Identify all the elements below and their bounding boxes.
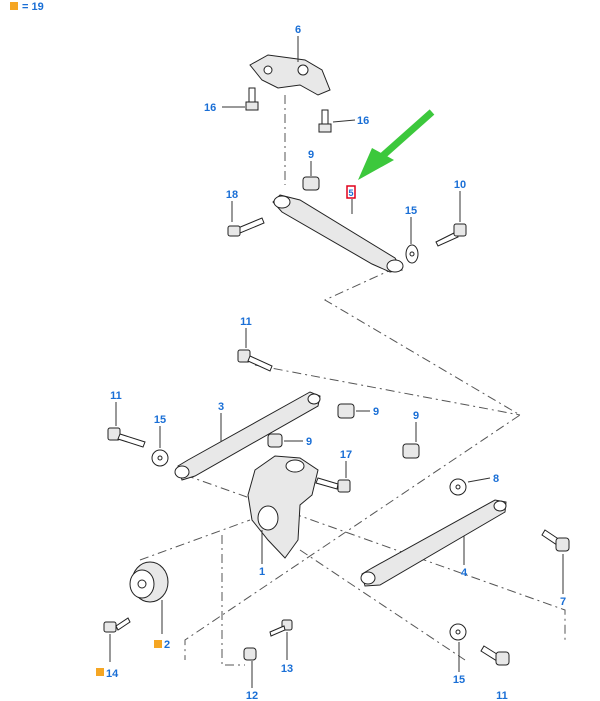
svg-text:5: 5	[348, 188, 353, 198]
callout-11-bottom: 11	[496, 690, 508, 701]
nut-9-b	[267, 433, 283, 448]
bolt-16-left	[245, 87, 259, 111]
lower-arm-4	[360, 499, 507, 587]
callout-11-left: 11	[110, 390, 122, 402]
washer-8	[449, 478, 467, 496]
wheel-hub	[129, 561, 169, 603]
nut-9-c	[402, 443, 420, 459]
highlight-box: 5	[346, 185, 356, 199]
callout-14: 14	[106, 668, 119, 680]
callout-16-right: 16	[357, 115, 369, 127]
bolt-11-bottom	[480, 645, 510, 666]
knuckle	[247, 455, 319, 559]
lower-arm-3	[174, 391, 321, 481]
nut-9-a	[337, 403, 355, 419]
kit-marker-icon	[10, 2, 18, 10]
upper-link-arm	[272, 194, 404, 273]
callout-10: 10	[454, 179, 466, 191]
callout-3: 3	[218, 401, 224, 413]
callouts: 6 16 16 9 18 10 15 11 11 3 15 9 9 9 17 8…	[96, 24, 566, 701]
bolt-10	[435, 223, 467, 247]
callout-15-top: 15	[405, 205, 417, 217]
callout-1: 1	[259, 566, 265, 578]
bolt-14	[103, 617, 131, 633]
legend: = 19	[10, 1, 44, 13]
callout-13: 13	[281, 663, 293, 675]
bolt-11-left	[107, 427, 146, 448]
legend-label: = 19	[22, 1, 44, 13]
callout-4: 4	[461, 567, 468, 579]
bolt-7	[541, 529, 570, 552]
callout-11-middle: 11	[240, 316, 252, 328]
callout-15-left: 15	[154, 414, 166, 426]
bolt-12	[243, 647, 257, 661]
callout-12: 12	[246, 690, 258, 701]
bolt-11-middle	[237, 349, 273, 372]
nut-9-top	[302, 176, 320, 191]
assembly-lines	[139, 95, 566, 666]
callout-17: 17	[340, 449, 352, 461]
washer-15-left	[151, 449, 169, 467]
callout-2: 2	[164, 639, 170, 651]
callout-7: 7	[560, 596, 566, 608]
upper-bracket	[249, 54, 331, 96]
callout-8: 8	[493, 473, 499, 485]
bolt-17	[315, 477, 351, 493]
callout-15-bottom: 15	[453, 674, 465, 686]
callout-6: 6	[295, 24, 301, 36]
green-arrow-icon	[358, 109, 435, 180]
bolt-18	[227, 217, 265, 237]
leader-lines	[109, 36, 564, 688]
callout-16-left: 16	[204, 102, 216, 114]
callout-9-top: 9	[308, 149, 314, 161]
kit-marker-icon-2	[154, 640, 162, 648]
callout-18: 18	[226, 189, 238, 201]
washer-15-top	[405, 244, 419, 264]
callout-9-a: 9	[373, 406, 379, 418]
callout-9-c: 9	[413, 410, 419, 422]
bolt-13	[269, 619, 293, 637]
bolt-16-right	[318, 109, 332, 133]
washer-15-bottom	[449, 623, 467, 641]
callout-9-b: 9	[306, 436, 312, 448]
kit-marker-icon-14	[96, 668, 104, 676]
